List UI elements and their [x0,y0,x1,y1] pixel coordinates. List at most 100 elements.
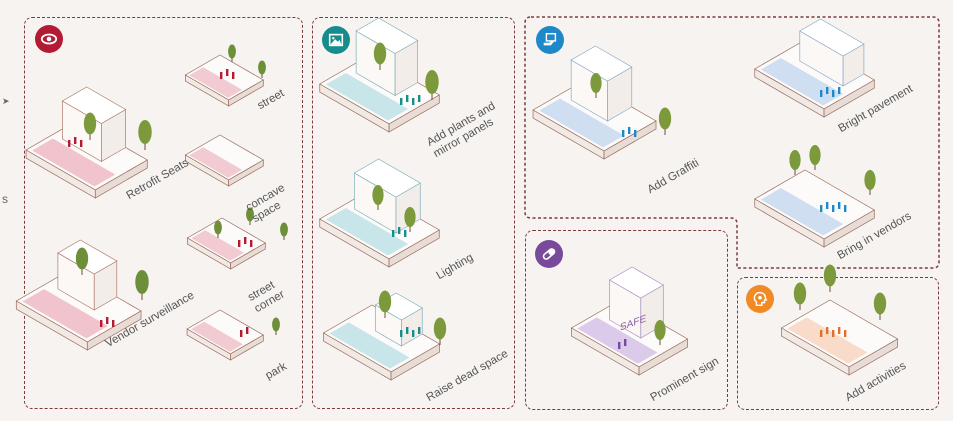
slab-side [848,338,898,376]
tree-icon [246,207,254,222]
tinted-area [577,317,658,364]
tinted-area [191,230,245,261]
tree-icon [864,170,876,190]
person-icon [820,330,823,337]
hand-tablet-icon [543,32,557,46]
slab-side [638,338,688,376]
slab-side [230,334,264,361]
tree-icon [404,207,416,227]
pill-badge [535,240,563,268]
person-icon [826,87,829,94]
image-icon [328,33,344,47]
tinted-area [760,187,844,236]
head-gear-badge [746,285,774,313]
tree-icon [83,112,97,135]
building-roof [799,18,865,57]
tree-icon [214,220,222,235]
tree-icon [75,247,89,270]
slab-side [86,310,142,351]
person-icon [838,327,841,334]
tree-icon [138,120,152,144]
person-icon [232,72,235,79]
tree-icon [135,270,149,294]
tree-icon [433,317,447,340]
panel-visibility [312,17,515,409]
tinted-area [760,57,844,106]
person-icon [392,230,395,237]
slab-side [228,79,264,107]
tree-icon [789,150,801,170]
person-icon [624,339,627,346]
tinted-area [329,322,410,369]
tree-icon [378,290,392,313]
person-icon [106,317,109,324]
image-badge [322,26,350,54]
tree-icon [809,145,821,165]
panel-activities [737,277,939,410]
person-icon [838,202,841,209]
person-icon [68,140,71,147]
tree-icon [258,60,266,75]
slab-side [228,159,264,187]
person-icon [250,240,253,247]
building-roof [608,266,665,299]
tree-icon [654,320,666,340]
tree-icon [873,292,887,315]
left-arrow-icon: ➤ [2,96,10,106]
building-roof [570,45,633,82]
hand-tablet-badge [536,26,564,54]
person-icon [398,227,401,234]
building-roof [355,17,419,54]
person-icon [220,72,223,79]
person-icon [246,327,249,334]
tree-icon [793,282,807,305]
slab-side [388,94,440,133]
building-roof [353,158,421,198]
tinted-area [189,67,243,98]
slab-side [94,159,148,199]
person-icon [832,90,835,97]
person-icon [412,98,415,105]
panel-signage [525,230,728,410]
slab-side [390,343,440,381]
eye-badge [35,25,63,53]
tree-icon [272,317,280,332]
slab-side [823,209,875,248]
tree-icon [373,42,387,65]
person-icon [404,230,407,237]
tree-icon [280,222,288,237]
person-icon [112,320,115,327]
person-icon [406,95,409,102]
person-icon [622,130,625,137]
person-icon [400,98,403,105]
tinted-area [787,317,868,364]
person-icon [820,90,823,97]
slab-side [230,242,266,270]
tree-icon [228,44,236,59]
person-icon [844,205,847,212]
person-icon [832,330,835,337]
person-icon [826,202,829,209]
person-icon [406,327,409,334]
tinted-area [189,147,243,178]
person-icon [844,330,847,337]
slab-side [603,120,657,160]
head-gear-icon [753,291,768,307]
eye-icon [40,33,58,45]
tinted-area [32,138,116,187]
person-icon [244,237,247,244]
person-icon [820,205,823,212]
person-icon [418,327,421,334]
person-icon [400,330,403,337]
person-icon [238,240,241,247]
person-icon [826,327,829,334]
pill-icon [542,248,556,260]
tinted-area [325,207,409,256]
person-icon [412,330,415,337]
person-icon [240,330,243,337]
person-icon [634,130,637,137]
tinted-area [539,98,624,148]
left-text-fragment: s [2,192,8,206]
